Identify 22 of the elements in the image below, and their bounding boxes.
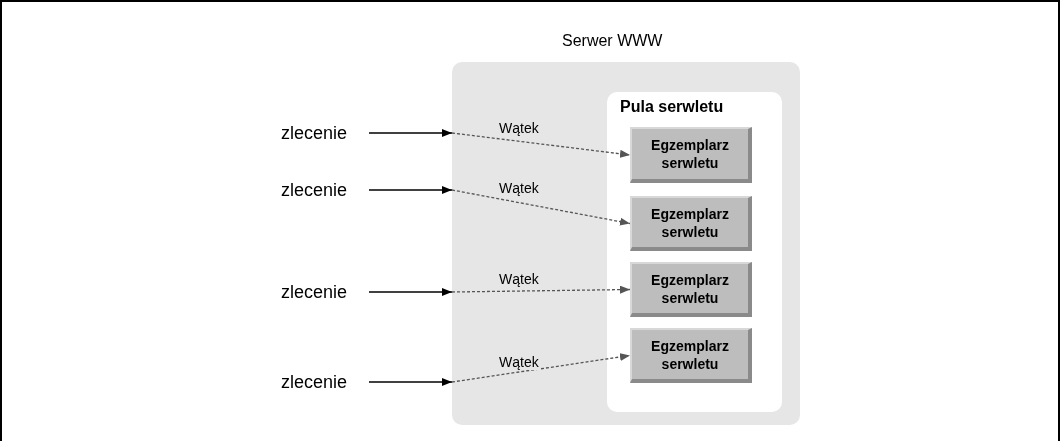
arrow — [368, 378, 453, 386]
request-label: zlecenie — [281, 122, 365, 144]
request-label: zlecenie — [281, 179, 365, 201]
server-title: Serwer WWW — [562, 32, 663, 50]
pool-title: Pula serwletu — [620, 98, 724, 116]
arrow — [368, 288, 453, 296]
dashed-arrow — [451, 285, 631, 294]
edge-label: Wątek — [497, 180, 541, 197]
dashed-arrow — [451, 353, 631, 383]
edge-label: Wątek — [497, 271, 541, 288]
request-label: zlecenie — [281, 281, 365, 303]
servlet-instance-box: Egzemplarz serwletu — [630, 196, 752, 251]
edge-label: Wątek — [497, 354, 541, 371]
servlet-instance-box: Egzemplarz serwletu — [630, 328, 752, 383]
pool-panel — [607, 92, 782, 412]
dashed-arrow — [451, 189, 631, 226]
servlet-instance-box: Egzemplarz serwletu — [630, 127, 752, 183]
arrow — [368, 186, 453, 194]
arrow — [368, 129, 453, 137]
request-label: zlecenie — [281, 371, 365, 393]
servlet-instance-box: Egzemplarz serwletu — [630, 262, 752, 317]
dashed-arrow — [451, 132, 631, 158]
